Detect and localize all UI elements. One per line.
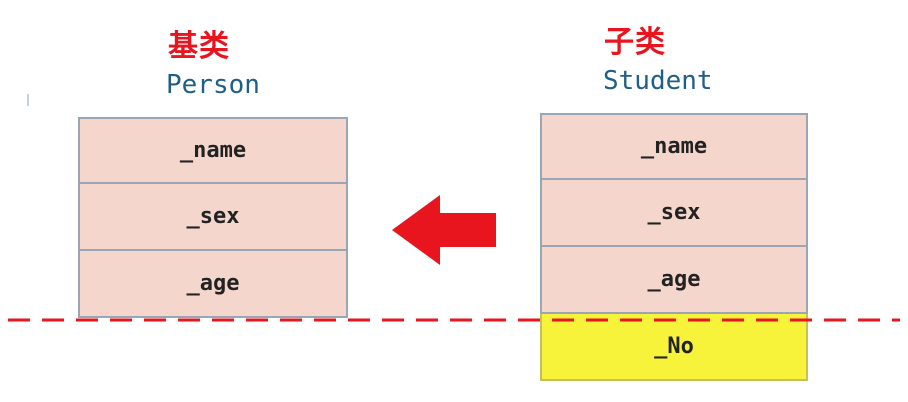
base-class-label: 基类: [168, 29, 230, 64]
derived-field-name: _name: [540, 113, 808, 180]
inheritance-arrow-icon: [392, 195, 496, 265]
base-field-name: _name: [78, 117, 348, 184]
derived-class-label: 子类: [604, 25, 666, 60]
derived-class-name: Student: [603, 66, 713, 96]
derived-field-sex: _sex: [540, 180, 808, 247]
decorative-mark: [27, 94, 29, 106]
derived-field-age: _age: [540, 247, 808, 314]
derived-class-box: _name _sex _age _No: [540, 113, 808, 381]
base-class-box: _name _sex _age: [78, 117, 348, 318]
base-field-sex: _sex: [78, 184, 348, 251]
base-field-age: _age: [78, 251, 348, 318]
derived-field-no: _No: [540, 314, 808, 381]
base-class-name: Person: [166, 70, 260, 100]
